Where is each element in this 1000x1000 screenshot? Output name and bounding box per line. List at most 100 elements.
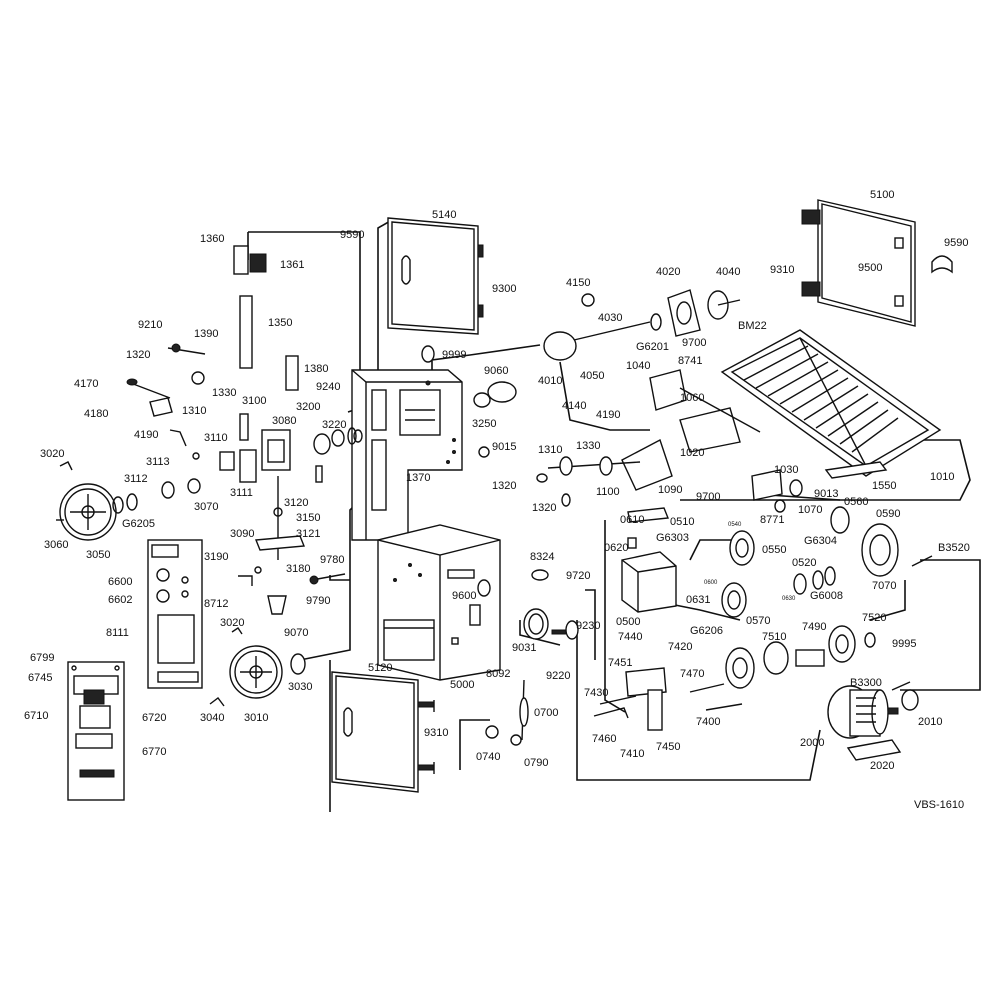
label-7440: 7440: [618, 631, 642, 643]
label-1360: 1360: [200, 233, 224, 245]
label-0740: 0740: [476, 751, 500, 763]
label-1390: 1390: [194, 328, 218, 340]
label-3080: 3080: [272, 415, 296, 427]
label-0550: 0550: [762, 544, 786, 556]
label-6602: 6602: [108, 594, 132, 606]
label-9700-b: 9700: [696, 491, 720, 503]
label-3010: 3010: [244, 712, 268, 724]
label-3060: 3060: [44, 539, 68, 551]
label-3090: 3090: [230, 528, 254, 540]
label-9013: 9013: [814, 488, 838, 500]
label-6770: 6770: [142, 746, 166, 758]
label-7400: 7400: [696, 716, 720, 728]
label-3121: 3121: [296, 528, 320, 540]
label-0790: 0790: [524, 757, 548, 769]
motor-2000: [827, 685, 919, 761]
label-0600: 0600: [704, 580, 718, 586]
label-9031: 9031: [512, 642, 536, 654]
label-7520: 7520: [862, 612, 886, 624]
label-bm22: BM22: [738, 320, 767, 332]
label-1030: 1030: [774, 464, 798, 476]
label-5140: 5140: [432, 209, 456, 221]
label-3250: 3250: [472, 418, 496, 430]
label-3113: 3113: [146, 456, 170, 468]
label-8771: 8771: [760, 514, 784, 526]
label-g6304: G6304: [804, 535, 837, 547]
label-9590-a: 9590: [340, 229, 364, 241]
label-3112: 3112: [124, 473, 148, 485]
label-3111: 3111: [230, 487, 253, 499]
label-9230: 9230: [576, 620, 600, 632]
label-1100: 1100: [596, 486, 620, 498]
label-0520: 0520: [792, 557, 816, 569]
label-9310-a: 9310: [424, 727, 448, 739]
label-1350: 1350: [268, 317, 292, 329]
label-3070: 3070: [194, 501, 218, 513]
label-9210: 9210: [138, 319, 162, 331]
label-0700: 0700: [534, 707, 558, 719]
label-3200: 3200: [296, 401, 320, 413]
label-0560: 0560: [844, 496, 868, 508]
label-3110: 3110: [204, 432, 228, 444]
label-8324: 8324: [530, 551, 554, 563]
label-1320-c: 1320: [532, 502, 556, 514]
label-9590-b: 9590: [944, 237, 968, 249]
label-7451: 7451: [608, 657, 632, 669]
label-9780: 9780: [320, 554, 344, 566]
label-9700-a: 9700: [682, 337, 706, 349]
label-9070: 9070: [284, 627, 308, 639]
label-6720: 6720: [142, 712, 166, 724]
label-3020-b: 3020: [220, 617, 244, 629]
label-1070: 1070: [798, 504, 822, 516]
label-g6008: G6008: [810, 590, 843, 602]
label-b3300: B3300: [850, 677, 882, 689]
label-8741: 8741: [678, 355, 702, 367]
label-1380: 1380: [304, 363, 328, 375]
label-3020-a: 3020: [40, 448, 64, 460]
label-9300: 9300: [492, 283, 516, 295]
wheel-3010: [229, 645, 306, 699]
label-0500: 0500: [616, 616, 640, 628]
door-upper: [387, 217, 484, 335]
label-4020: 4020: [656, 266, 680, 278]
label-1330-b: 1330: [576, 440, 600, 452]
label-9995: 9995: [892, 638, 916, 650]
label-6710: 6710: [24, 710, 48, 722]
label-9600: 9600: [452, 590, 476, 602]
label-8092: 8092: [486, 668, 510, 680]
label-g6303: G6303: [656, 532, 689, 544]
label-1060: 1060: [680, 392, 704, 404]
label-2000: 2000: [800, 737, 824, 749]
label-0590: 0590: [876, 508, 900, 520]
label-9015: 9015: [492, 441, 516, 453]
label-7460: 7460: [592, 733, 616, 745]
label-0510: 0510: [670, 516, 694, 528]
label-0610: 0610: [620, 514, 644, 526]
label-7430: 7430: [584, 687, 608, 699]
label-3120: 3120: [284, 497, 308, 509]
pulley-9031: [523, 608, 573, 640]
label-1020: 1020: [680, 447, 704, 459]
label-8111: 8111: [106, 627, 129, 639]
label-3190: 3190: [204, 551, 228, 563]
saw-frame: [351, 369, 501, 681]
part-labels: 5140 9590 9300 1360 1361 1350 9210 1390 …: [24, 189, 970, 811]
label-0570: 0570: [746, 615, 770, 627]
label-1361: 1361: [280, 259, 304, 271]
label-6600: 6600: [108, 576, 132, 588]
label-1550: 1550: [872, 480, 896, 492]
label-1370: 1370: [406, 472, 430, 484]
label-g6206: G6206: [690, 625, 723, 637]
label-3050: 3050: [86, 549, 110, 561]
label-7450: 7450: [656, 741, 680, 753]
label-7420: 7420: [668, 641, 692, 653]
label-7470: 7470: [680, 668, 704, 680]
label-4190-b: 4190: [596, 409, 620, 421]
circuit-board-6770: [67, 661, 125, 801]
door-lower-left: [331, 671, 435, 793]
wheel-3050: [59, 483, 138, 541]
label-8712: 8712: [204, 598, 228, 610]
label-5000: 5000: [450, 679, 474, 691]
label-3100-a: 3100: [242, 395, 266, 407]
